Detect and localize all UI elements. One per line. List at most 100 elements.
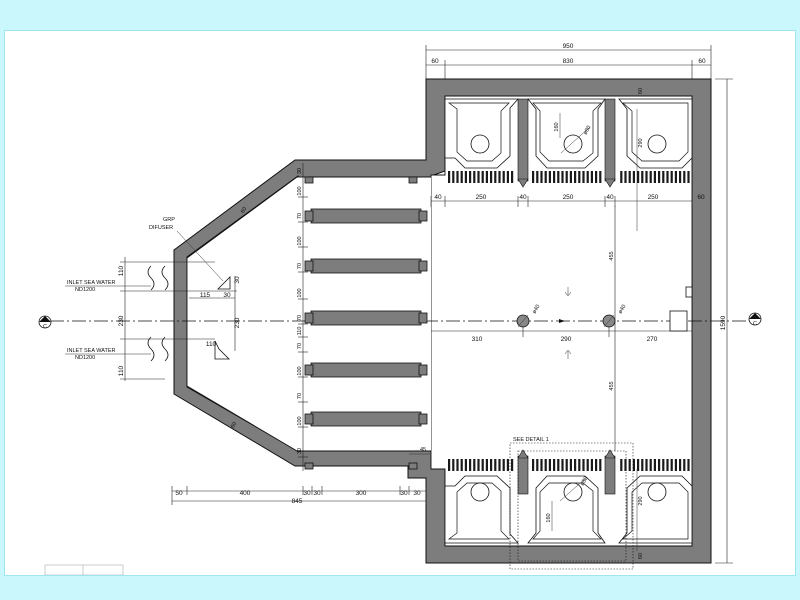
dim-gap-c: 40 xyxy=(606,194,614,201)
dim-edge-right: 60 xyxy=(697,194,705,201)
slot xyxy=(469,459,472,471)
slot xyxy=(645,171,648,183)
diffuser-lower xyxy=(214,340,230,360)
slot xyxy=(632,171,635,183)
slot xyxy=(674,459,677,471)
row-dimension-label: 100 xyxy=(297,288,303,297)
outlet-box xyxy=(669,310,688,332)
row-dimension-label: 110 xyxy=(297,327,303,336)
dim-gap-b: 40 xyxy=(519,194,527,201)
slot xyxy=(649,459,652,471)
slot xyxy=(649,171,652,183)
slot xyxy=(653,459,656,471)
row-dimension-label: 70 xyxy=(297,315,303,321)
bottom-dimensions: 50 400 30 30 300 30 30 845 xyxy=(171,486,427,505)
dim-inlet-b: 230 xyxy=(118,315,125,326)
slot xyxy=(481,171,484,183)
slot xyxy=(628,459,631,471)
slot xyxy=(687,171,690,183)
section-right-label: C xyxy=(753,321,757,327)
dim-valve-left: 310 xyxy=(472,336,483,343)
slot xyxy=(645,459,648,471)
slot xyxy=(536,171,539,183)
slot xyxy=(620,459,623,471)
slot xyxy=(569,459,572,471)
slot xyxy=(679,171,682,183)
slot xyxy=(641,171,644,183)
row-dimension-label: 70 xyxy=(297,343,303,349)
slot xyxy=(679,459,682,471)
row-dimension-label: 100 xyxy=(297,416,303,425)
slot xyxy=(590,171,593,183)
slot xyxy=(553,459,556,471)
slot xyxy=(456,459,459,471)
slot xyxy=(658,459,661,471)
slot xyxy=(586,171,589,183)
title-block-stub xyxy=(44,564,124,575)
dim-overall-height: 1590 xyxy=(720,315,727,330)
slot xyxy=(485,171,488,183)
slot xyxy=(557,459,560,471)
slot xyxy=(452,459,455,471)
slot xyxy=(557,171,560,183)
dim-hopper-top: 290 xyxy=(638,138,644,147)
dim-bottom-a: 50 xyxy=(175,490,183,497)
slot xyxy=(624,459,627,471)
plan-drawing: 950 830 60 60 1590 ø80 160 xyxy=(38,43,762,575)
slot xyxy=(599,171,602,183)
slot xyxy=(506,171,509,183)
slot xyxy=(548,171,551,183)
dim-diff-b: 30 xyxy=(223,292,231,299)
slot xyxy=(662,171,665,183)
slot xyxy=(595,459,598,471)
slot xyxy=(544,171,547,183)
dim-bottom-b: 400 xyxy=(240,490,251,497)
diffuser-label-2: DIFUSER xyxy=(149,225,173,231)
dim-cell-c: 250 xyxy=(648,194,659,201)
dim-slanted-wall-bottom: 60 xyxy=(230,421,238,429)
slot xyxy=(553,171,556,183)
slot xyxy=(464,459,467,471)
slot xyxy=(485,459,488,471)
slot xyxy=(561,459,564,471)
inlet-bottom-label: INLET SEA WATER xyxy=(67,348,116,354)
dim-hopper-bottom: 290 xyxy=(638,496,644,505)
detail-label: SEE DETAIL 1 xyxy=(513,437,549,443)
pier-stub xyxy=(408,176,418,184)
slot xyxy=(456,171,459,183)
inlet-top-label: INLET SEA WATER xyxy=(67,280,116,286)
slot xyxy=(494,171,497,183)
slot xyxy=(490,459,493,471)
row-dimension-label: 30 xyxy=(297,448,303,454)
slot xyxy=(624,171,627,183)
slot xyxy=(540,459,543,471)
slot xyxy=(582,171,585,183)
slot xyxy=(511,459,514,471)
slot xyxy=(666,171,669,183)
slot xyxy=(590,459,593,471)
slot xyxy=(448,171,451,183)
dim-inlet-a: 110 xyxy=(118,265,125,276)
dim-cell-b: 250 xyxy=(563,194,574,201)
dim-center-gap: 110 xyxy=(206,341,217,348)
top-slot-row xyxy=(448,171,690,183)
dim-wall-left: 60 xyxy=(431,58,439,65)
slot xyxy=(464,171,467,183)
slot xyxy=(511,171,514,183)
slot xyxy=(565,459,568,471)
row-dimension-label: 70 xyxy=(297,393,303,399)
slot xyxy=(653,171,656,183)
slot xyxy=(502,459,505,471)
channel-pier xyxy=(304,411,428,427)
slot xyxy=(586,459,589,471)
slot xyxy=(574,171,577,183)
slot xyxy=(548,459,551,471)
dim-hole-bottom: 160 xyxy=(546,513,552,522)
pier-stub xyxy=(304,462,314,470)
row-dimension-label: 100 xyxy=(297,366,303,375)
slot xyxy=(565,171,568,183)
slot xyxy=(561,171,564,183)
slot xyxy=(632,459,635,471)
slot xyxy=(498,171,501,183)
